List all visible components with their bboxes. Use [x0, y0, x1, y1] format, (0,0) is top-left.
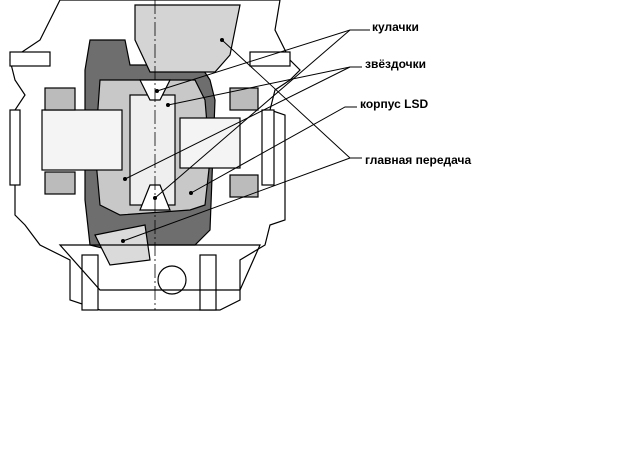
leader-lines — [122, 29, 370, 242]
label-stars: звёздочки — [365, 57, 426, 71]
ring-gear — [134, 4, 241, 73]
label-cams: кулачки — [372, 20, 419, 34]
label-final-drive: главная передача — [365, 153, 472, 167]
label-lsd-housing: корпус LSD — [360, 97, 428, 111]
